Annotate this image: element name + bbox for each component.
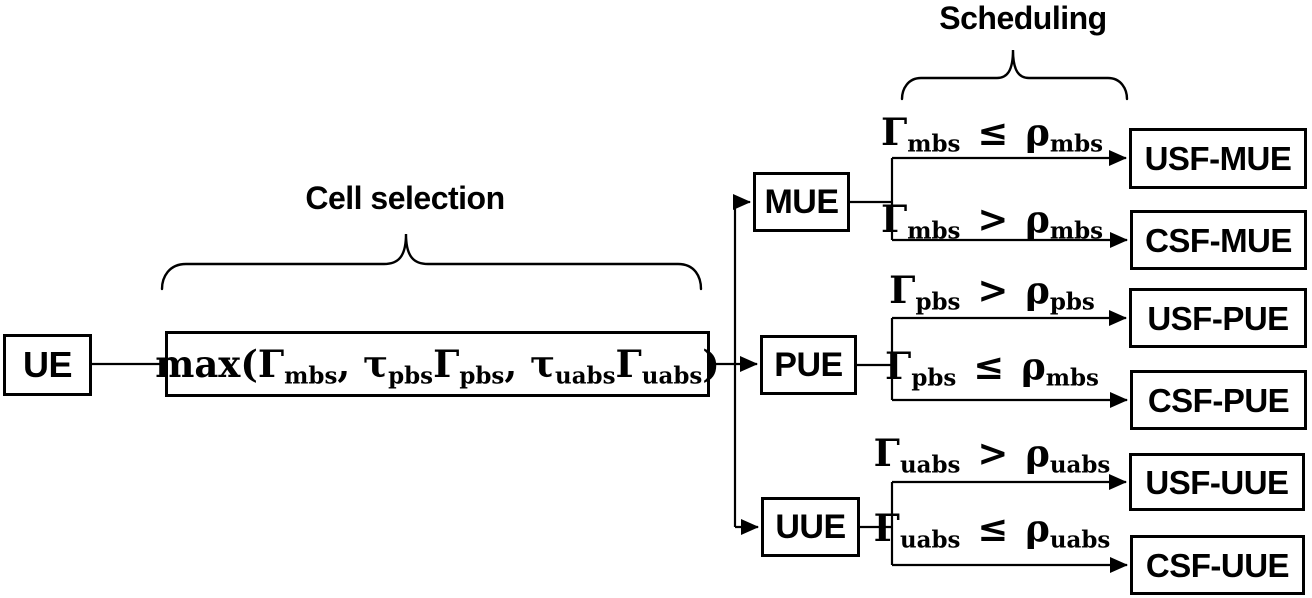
node-csf-uue-label: CSF-UUE [1145, 546, 1290, 584]
condition-mue-usf: Γmbs ≤ ρmbs [880, 110, 1104, 158]
node-csf-mue-label: CSF-MUE [1145, 221, 1292, 259]
node-uue-label: UUE [775, 508, 846, 546]
node-mue-label: MUE [764, 183, 839, 221]
condition-mue-csf: Γmbs > ρmbs [880, 197, 1104, 245]
cell-selection-label: Cell selection [305, 180, 505, 216]
node-csf-uue: CSF-UUE [1130, 535, 1305, 595]
node-csf-pue: CSF-PUE [1130, 370, 1307, 430]
node-ue: UE [3, 334, 92, 396]
node-mue: MUE [753, 172, 850, 232]
node-max-expression: max(Γmbs, τpbsΓpbs, τuabsΓuabs) [155, 331, 720, 397]
node-usf-pue-label: USF-PUE [1147, 299, 1289, 337]
scheduling-label: Scheduling [939, 0, 1107, 36]
condition-uue-csf: Γuabs ≤ ρuabs [873, 506, 1111, 554]
max-expression-text: max(Γmbs, τpbsΓpbs, τuabsΓuabs) [155, 341, 720, 389]
cell-selection-brace [160, 233, 703, 291]
node-usf-mue: USF-MUE [1129, 128, 1307, 189]
node-ue-label: UE [22, 344, 73, 385]
node-pue-label: PUE [774, 346, 843, 384]
node-usf-uue-label: USF-UUE [1145, 463, 1289, 501]
node-csf-mue: CSF-MUE [1130, 210, 1307, 270]
condition-uue-usf: Γuabs > ρuabs [873, 431, 1111, 479]
condition-pue-csf: Γpbs ≤ ρmbs [885, 344, 1099, 392]
node-csf-pue-label: CSF-PUE [1147, 381, 1290, 419]
node-usf-pue: USF-PUE [1129, 288, 1307, 348]
scheduling-brace [900, 49, 1129, 101]
condition-pue-usf: Γpbs > ρpbs [889, 268, 1095, 316]
node-uue: UUE [761, 497, 860, 557]
node-pue: PUE [760, 335, 857, 395]
node-usf-uue: USF-UUE [1129, 453, 1305, 511]
node-usf-mue-label: USF-MUE [1144, 140, 1292, 177]
